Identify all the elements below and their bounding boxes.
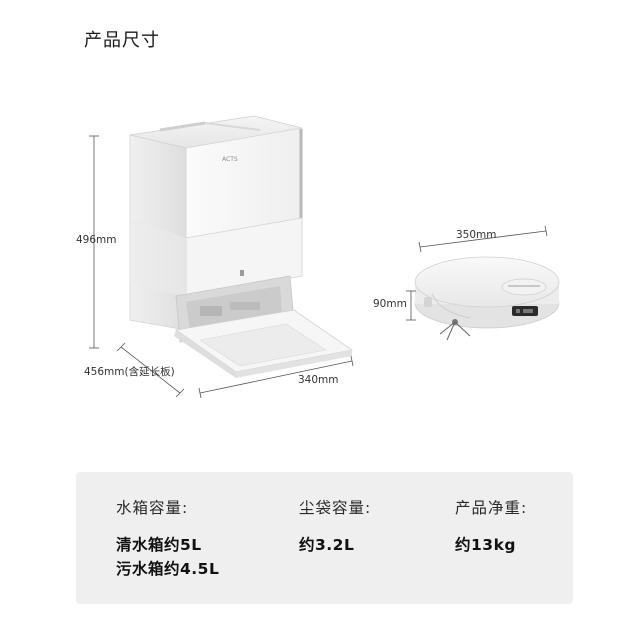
dirty-tank-value: 污水箱约4.5L: [116, 560, 220, 578]
station-dimension-lines: [89, 135, 354, 399]
water-tank-values: 清水箱约5L 污水箱约4.5L: [116, 533, 219, 581]
brand-logo: ACTS: [222, 156, 238, 163]
robot-height-label: 90mm: [373, 298, 407, 310]
robot-dimension-lines: [406, 225, 548, 321]
station-width-label: 340mm: [298, 374, 339, 386]
robot-diameter-label: 350mm: [456, 229, 497, 241]
spec-net-weight: 产品净重: 约13kg: [455, 496, 527, 557]
station-height-label: 496mm: [76, 234, 117, 246]
spec-dust-bag: 尘袋容量: 约3.2L: [299, 496, 371, 557]
base-station: ACTS: [129, 115, 354, 378]
clean-tank-value: 清水箱约5L: [116, 536, 202, 554]
station-depth-label: 456mm(含延长板): [84, 366, 175, 378]
specs-panel: 水箱容量: 清水箱约5L 污水箱约4.5L 尘袋容量: 约3.2L 产品净重: …: [76, 472, 573, 604]
net-weight-value: 约13kg: [455, 536, 516, 554]
dust-bag-label: 尘袋容量:: [299, 499, 372, 517]
product-illustration: ACTS: [89, 115, 560, 399]
water-tank-label: 水箱容量:: [116, 499, 189, 517]
robot-vacuum: [414, 256, 560, 341]
spec-water-tank: 水箱容量: 清水箱约5L 污水箱约4.5L: [116, 496, 219, 581]
net-weight-label: 产品净重:: [455, 499, 528, 517]
dust-bag-value: 约3.2L: [299, 536, 355, 554]
page-title: 产品尺寸: [84, 30, 160, 51]
